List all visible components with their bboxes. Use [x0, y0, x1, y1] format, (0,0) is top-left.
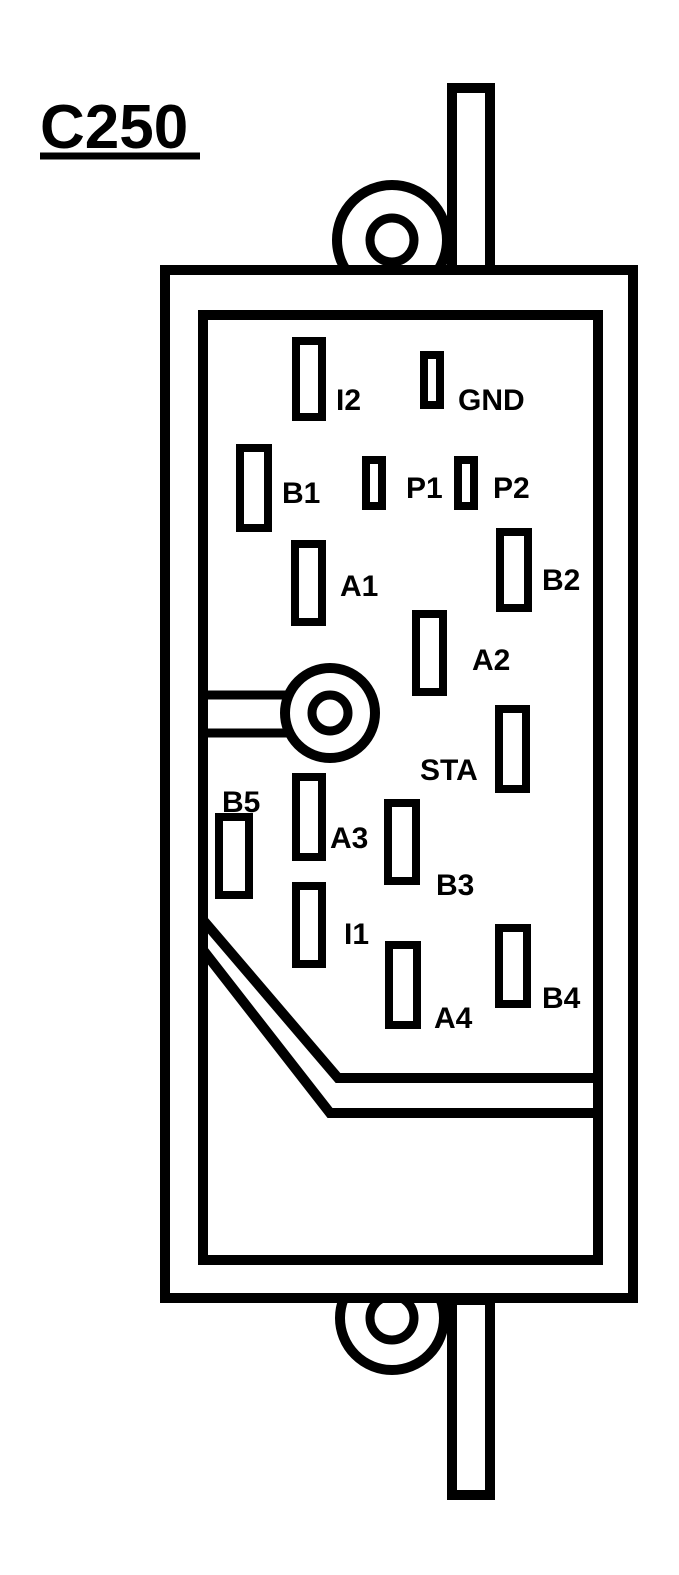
pin-i1-label: I1	[344, 918, 369, 951]
pin-a1-terminal	[291, 540, 326, 626]
top-mounting-rail	[447, 83, 495, 278]
pin-b1-label: B1	[282, 477, 320, 510]
pin-gnd-terminal	[420, 351, 444, 409]
keying-rib-lower	[199, 946, 598, 1118]
pin-b4-terminal	[495, 924, 531, 1008]
pin-b1-terminal	[236, 444, 272, 532]
pin-i1-terminal	[292, 882, 326, 968]
pin-a2-terminal	[412, 610, 447, 696]
pin-a3-label: A3	[330, 822, 368, 855]
pin-p2-terminal	[454, 456, 478, 510]
pin-a3-terminal	[292, 773, 326, 861]
pin-b3-terminal	[384, 799, 420, 885]
keying-rib-upper	[199, 916, 598, 1083]
pin-p1-terminal	[362, 456, 386, 510]
pin-b5-terminal	[215, 813, 253, 899]
pin-b5-label: B5	[222, 786, 260, 819]
connector-title: C250	[40, 93, 188, 162]
pin-i2-terminal	[292, 337, 326, 421]
pin-sta-label: STA	[420, 754, 478, 787]
pin-a2-label: A2	[472, 644, 510, 677]
center-boss-hole	[307, 690, 353, 736]
pin-gnd-label: GND	[458, 384, 525, 417]
pin-p2-label: P2	[493, 472, 530, 505]
pin-b4-label: B4	[542, 982, 581, 1015]
pin-i2-label: I2	[336, 384, 361, 417]
pin-a4-terminal	[385, 941, 421, 1029]
pin-a4-label: A4	[434, 1002, 473, 1035]
pin-b2-label: B2	[542, 564, 580, 597]
top-mounting-hole	[365, 213, 419, 267]
pin-a1-label: A1	[340, 570, 378, 603]
pin-sta-terminal	[495, 705, 530, 793]
bottom-mounting-rail	[447, 1295, 495, 1500]
pin-b3-label: B3	[436, 869, 474, 902]
pin-b2-terminal	[496, 528, 532, 612]
pin-p1-label: P1	[406, 472, 443, 505]
